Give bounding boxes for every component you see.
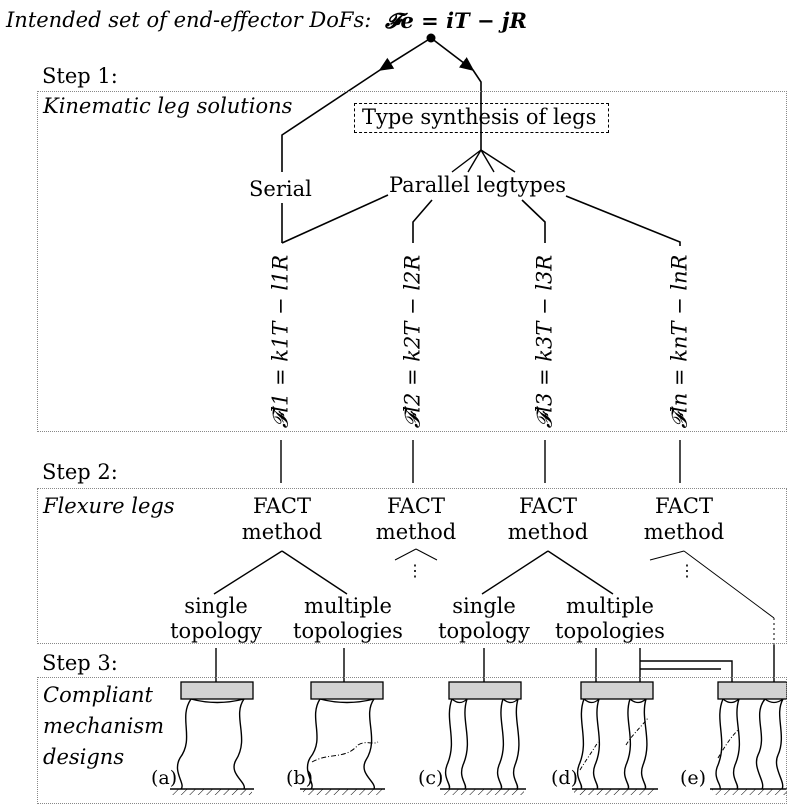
serial-label: Serial — [249, 177, 312, 201]
design-c-label: (c) — [418, 767, 444, 789]
arrow-serial — [378, 37, 432, 71]
fact1-split — [213, 550, 348, 595]
fact3-split — [481, 550, 614, 595]
parallel-label: Parallel legtypes — [389, 173, 567, 197]
step3-label-2: mechanism — [43, 714, 165, 738]
intended-dofs-label: Intended set of end-effector DoFs: — [6, 8, 372, 32]
single-3-bottom: topology — [438, 619, 530, 643]
step2-title: Step 2: — [42, 460, 118, 484]
fact-3-bottom: method — [507, 520, 589, 544]
step3-label-3: designs — [43, 745, 125, 769]
multiple-3-bottom: topologies — [555, 619, 665, 643]
design-d-label: (d) — [551, 767, 578, 789]
design-a-label: (a) — [151, 767, 178, 789]
design-e-label: (e) — [680, 767, 707, 789]
design-e-sketch — [710, 681, 787, 795]
leg-formula-n: 𝓕ln = knT − lnR — [667, 254, 692, 429]
parallel-to-legn — [565, 195, 681, 246]
factn-split — [649, 550, 775, 619]
multiple-3-top: multiple — [566, 594, 654, 618]
ellipsis-2: ⋮ — [407, 561, 423, 580]
multiple-1-bottom: topologies — [293, 619, 403, 643]
step3-label-1: Compliant — [43, 683, 153, 707]
step3-title: Step 3: — [42, 651, 118, 675]
end-effector-formula: 𝓕e = iT − jR — [385, 8, 527, 33]
fact2-split — [394, 548, 438, 561]
synthesis-box — [354, 103, 609, 133]
fact-2-top: FACT — [387, 494, 445, 518]
step1-section-label: Kinematic leg solutions — [43, 94, 293, 118]
step2-section-label: Flexure legs — [43, 494, 175, 518]
fact-1-top: FACT — [253, 494, 311, 518]
fact-n-bottom: method — [643, 520, 725, 544]
leg-formula-2: 𝓕l2 = k2T − l2R — [400, 254, 425, 429]
leg-formula-1: 𝓕l1 = k1T − l1R — [268, 254, 293, 429]
multiple-1-top: multiple — [304, 594, 392, 618]
design-d-sketch — [572, 681, 658, 795]
parallel-fan — [451, 149, 516, 173]
synthesis-label: Type synthesis of legs — [362, 105, 597, 129]
fact-3-top: FACT — [519, 494, 577, 518]
design-a-sketch — [170, 681, 254, 795]
leg-formula-3: 𝓕l3 = k3T − l3R — [532, 254, 557, 429]
ellipsis-n: ⋮ — [679, 561, 695, 580]
conn-e1 — [640, 660, 733, 682]
parallel-to-leg3 — [521, 199, 546, 243]
parallel-to-leg1 — [281, 194, 389, 244]
design-b-sketch — [300, 681, 385, 795]
fact-n-top: FACT — [655, 494, 713, 518]
fact-1-bottom: method — [241, 520, 323, 544]
step1-title: Step 1: — [42, 64, 118, 88]
arrow-parallel — [430, 37, 475, 71]
parallel-branch — [472, 69, 482, 150]
single-1-bottom: topology — [170, 619, 262, 643]
single-3-top: single — [452, 594, 516, 618]
single-1-top: single — [184, 594, 248, 618]
design-b-label: (b) — [286, 767, 313, 789]
parallel-to-leg2 — [412, 199, 433, 243]
design-c-sketch — [440, 681, 526, 795]
fact-2-bottom: method — [375, 520, 457, 544]
